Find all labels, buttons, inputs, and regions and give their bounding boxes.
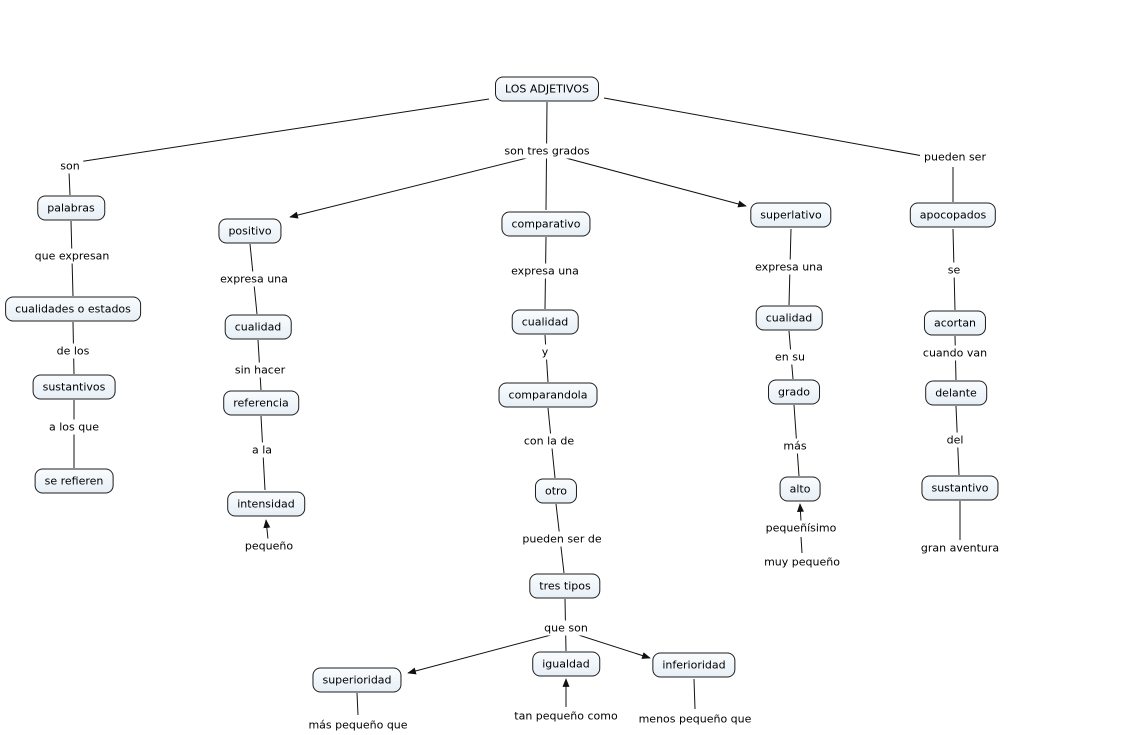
link-label-en-su: en su (771, 349, 809, 365)
connector-arrow (407, 630, 567, 675)
node-superlativo[interactable]: superlativo (750, 202, 832, 228)
node-intensidad[interactable]: intensidad (227, 491, 305, 517)
link-label-mas: más (779, 438, 811, 454)
node-comparativo[interactable]: comparativo (501, 211, 591, 237)
example-label-menos-pequeno-que: menos pequeño que (634, 711, 756, 727)
link-label-cuando-van: cuando van (918, 345, 992, 361)
connector-arrow (546, 152, 747, 208)
node-los-adjetivos[interactable]: LOS ADJETIVOS (495, 76, 599, 102)
example-label-pequenisimo: pequeñísimo (761, 520, 841, 536)
link-label-son-tres-grados: son tres grados (500, 143, 594, 159)
node-cualidad-positivo[interactable]: cualidad (224, 314, 292, 340)
node-tres-tipos[interactable]: tres tipos (529, 573, 601, 599)
connector-arrow (565, 630, 651, 659)
example-label-pequeno: pequeño (240, 538, 298, 554)
link-label-son: son (56, 158, 84, 174)
link-label-y: y (537, 344, 553, 360)
connector-arrow (263, 519, 271, 540)
node-acortan[interactable]: acortan (923, 310, 987, 336)
link-label-de-los: de los (52, 343, 94, 359)
link-label-pueden-ser: pueden ser (920, 149, 990, 165)
node-delante[interactable]: delante (925, 380, 987, 406)
link-label-del: del (942, 432, 968, 448)
node-inferioridad[interactable]: inferioridad (652, 652, 736, 678)
node-palabras[interactable]: palabras (37, 195, 105, 221)
link-label-que-son: que son (540, 620, 592, 636)
link-label-a-los-que: a los que (45, 419, 103, 435)
node-superioridad[interactable]: superioridad (312, 667, 402, 693)
connector-line (77, 98, 490, 163)
node-comparandola[interactable]: comparandola (498, 382, 598, 408)
link-label-expresa-una-pos: expresa una (216, 271, 292, 287)
link-label-a-la: a la (247, 442, 277, 458)
node-sustantivo[interactable]: sustantivo (921, 475, 999, 501)
link-label-pueden-ser-de: pueden ser de (518, 531, 606, 547)
link-label-se: se (943, 262, 965, 278)
node-apocopados[interactable]: apocopados (909, 202, 997, 228)
connector-line (68, 171, 71, 196)
connector-arrow (796, 503, 804, 522)
example-label-muy-pequeno: muy pequeño (760, 554, 844, 570)
example-label-gran-aventura: gran aventura (916, 540, 1004, 556)
node-cualidad-comparativo[interactable]: cualidad (511, 309, 579, 335)
link-label-con-la-de: con la de (519, 433, 579, 449)
link-label-expresa-una-comp: expresa una (507, 263, 583, 279)
node-otro[interactable]: otro (534, 478, 578, 504)
node-cualidades-o-estados[interactable]: cualidades o estados (5, 296, 141, 322)
node-alto[interactable]: alto (779, 476, 821, 502)
node-positivo[interactable]: positivo (218, 218, 282, 244)
connector-arrow (289, 152, 548, 219)
node-sustantivos[interactable]: sustantivos (32, 374, 116, 400)
link-label-que-expresan: que expresan (30, 248, 114, 264)
example-label-tan-pequeno-como: tan pequeño como (510, 708, 622, 724)
node-grado[interactable]: grado (768, 379, 820, 405)
example-label-mas-pequeno-que: más pequeño que (304, 717, 412, 733)
node-se-refieren[interactable]: se refieren (34, 468, 114, 494)
node-cualidad-superlativo[interactable]: cualidad (755, 305, 823, 331)
node-igualdad[interactable]: igualdad (532, 651, 600, 677)
connector-line (800, 536, 803, 554)
link-label-expresa-una-sup: expresa una (751, 259, 827, 275)
node-referencia[interactable]: referencia (223, 390, 299, 416)
connector-line (603, 97, 946, 161)
connector-line (693, 678, 696, 710)
connector-line (356, 692, 359, 716)
link-label-sin-hacer: sin hacer (230, 362, 290, 378)
